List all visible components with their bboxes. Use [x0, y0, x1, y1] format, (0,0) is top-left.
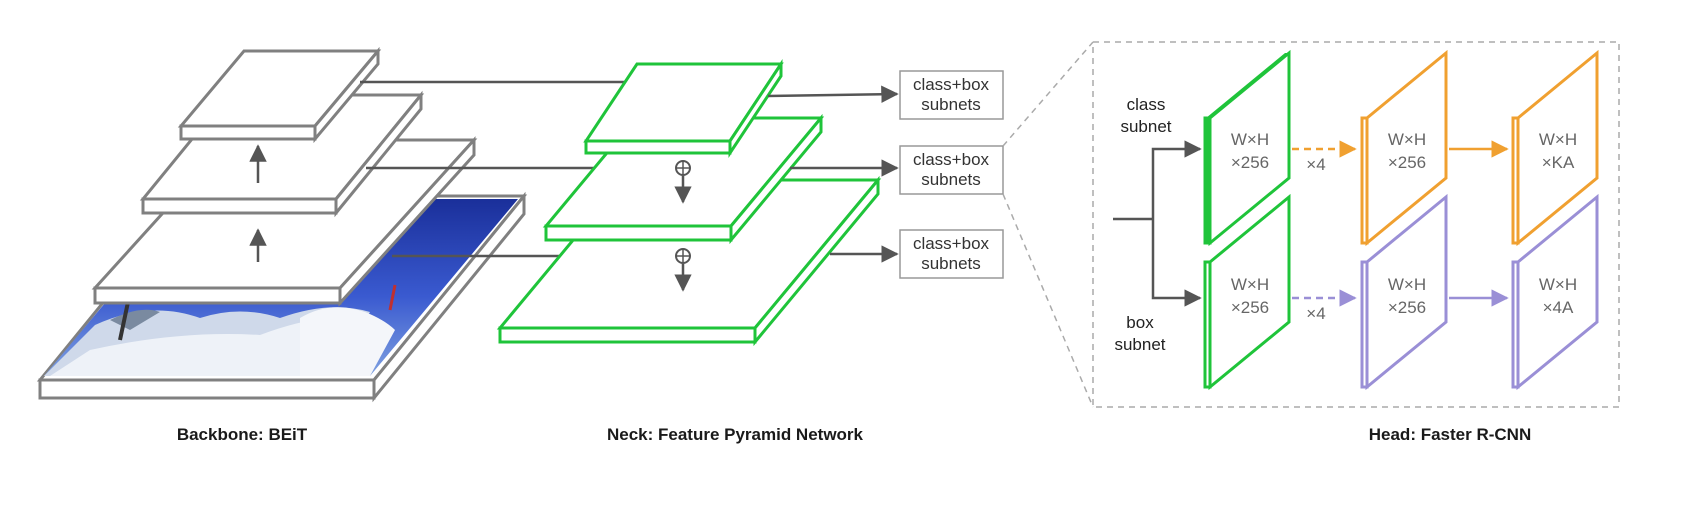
class-subnet-label: subnet: [1120, 117, 1171, 136]
head-caption: Head: Faster R-CNN: [1369, 425, 1531, 444]
subnet-box-label: class+box: [913, 234, 990, 253]
fpn-to-subnet-arrows: [767, 85, 899, 263]
subnet-box-label: subnets: [921, 170, 981, 189]
subnet-box-label: class+box: [913, 150, 990, 169]
box-output-map: W×H ×4A: [1511, 193, 1599, 391]
subnet-box-label: subnets: [921, 95, 981, 114]
box-input-map: W×H ×256: [1203, 193, 1291, 391]
box-subnet-label: subnet: [1114, 335, 1165, 354]
class-input-map: W×H ×256: [1203, 49, 1291, 247]
subnet-box-3: class+box subnets: [899, 229, 1004, 279]
class-conv-map: W×H ×256: [1360, 49, 1448, 247]
subnet-box-label: class+box: [913, 75, 990, 94]
backbone-layer-1: [177, 46, 382, 144]
fpn: [496, 59, 882, 347]
box-conv-map: W×H ×256: [1360, 193, 1448, 391]
class-repeat-label: ×4: [1306, 155, 1325, 174]
map-label: ×KA: [1542, 153, 1575, 172]
map-label: ×4A: [1543, 298, 1574, 317]
subnet-box-2: class+box subnets: [899, 145, 1004, 195]
head-zoom-box: [1092, 41, 1620, 408]
map-label: W×H: [1388, 130, 1426, 149]
map-label: ×256: [1231, 153, 1269, 172]
zoom-line: [1002, 41, 1094, 147]
merge-node: [675, 160, 691, 176]
subnet-box-1: class+box subnets: [899, 70, 1004, 120]
backbone: [36, 46, 528, 403]
map-label: ×256: [1231, 298, 1269, 317]
head: class subnet box subnet W×H ×256 W×H ×25…: [1092, 41, 1620, 408]
box-repeat-label: ×4: [1306, 304, 1325, 323]
neck-caption: Neck: Feature Pyramid Network: [607, 425, 864, 444]
subnet-box-label: subnets: [921, 254, 981, 273]
map-label: ×256: [1388, 153, 1426, 172]
map-label: W×H: [1231, 275, 1269, 294]
merge-node: [675, 248, 691, 264]
fpn-level-1: [583, 59, 784, 158]
backbone-caption: Backbone: BEiT: [177, 425, 308, 444]
map-label: W×H: [1231, 130, 1269, 149]
input-image-slab: [36, 191, 528, 403]
class-subnet-label: class: [1127, 95, 1166, 114]
zoom-line: [1002, 193, 1094, 408]
map-label: W×H: [1539, 275, 1577, 294]
class-output-map: W×H ×KA: [1511, 49, 1599, 247]
map-label: W×H: [1388, 275, 1426, 294]
map-label: ×256: [1388, 298, 1426, 317]
map-label: W×H: [1539, 130, 1577, 149]
box-subnet-label: box: [1126, 313, 1154, 332]
